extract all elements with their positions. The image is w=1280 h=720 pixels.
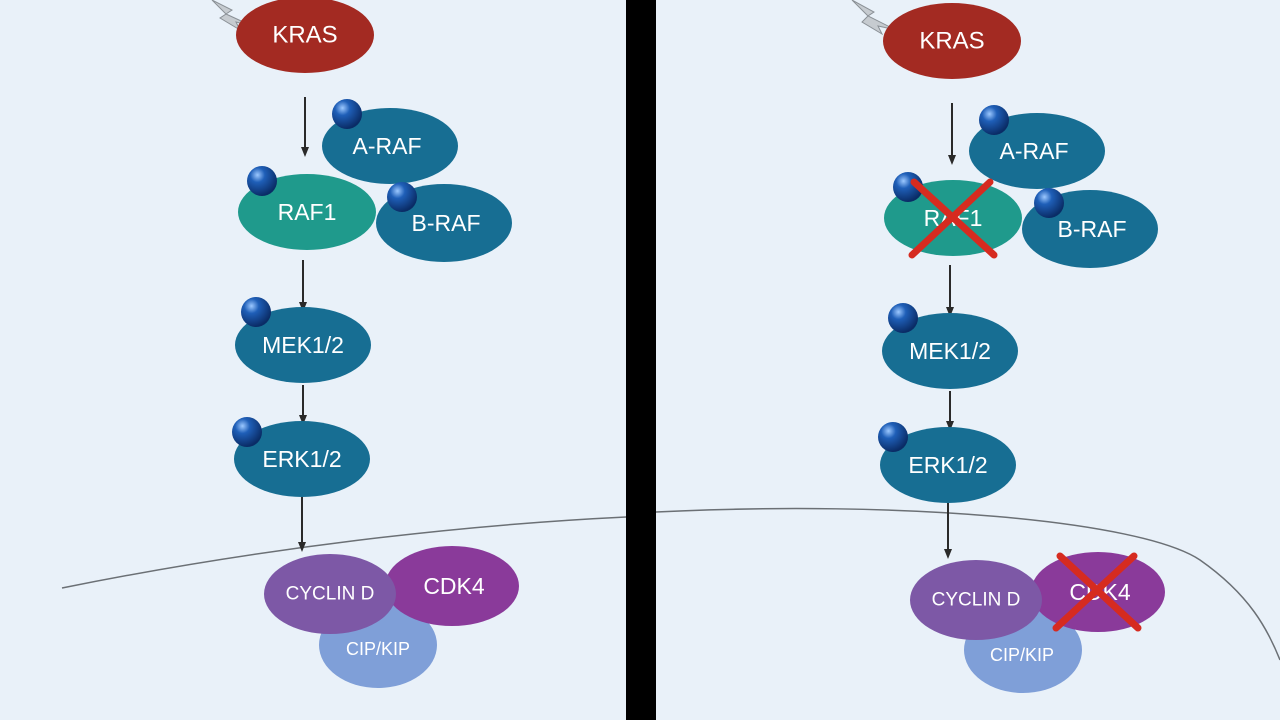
mek-label: MEK1/2 [262,332,344,358]
nuclear-membrane [61,516,627,589]
raf1-node: RAF1 [238,174,376,250]
raf1-inhibition-cross-icon [908,178,998,259]
cip-kip-label: CIP/KIP [990,645,1054,665]
a-raf-label: A-RAF [1000,138,1069,164]
kras-node: KRAS [883,3,1021,79]
erk-label: ERK1/2 [262,446,341,472]
b-raf-label: B-RAF [412,210,481,236]
phosphate-icon [878,422,908,452]
raf1-label: RAF1 [278,199,337,225]
phosphate-icon [232,417,262,447]
cdk4-label: CDK4 [423,573,485,599]
a-raf-node: A-RAF [322,108,458,184]
panel-divider [626,0,656,720]
mek-label: MEK1/2 [909,338,991,364]
cyclin-d-label: CYCLIN D [932,590,1021,611]
a-raf-label: A-RAF [353,133,422,159]
lightning-bolt-icon [851,0,897,36]
nuclear-membrane [655,507,1280,661]
phosphate-icon [247,166,277,196]
cip-kip-label: CIP/KIP [346,639,410,659]
phosphate-icon [888,303,918,333]
erk-node: ERK1/2 [880,427,1016,503]
cyclin-d-node: CYCLIN D [264,554,396,634]
kras-label: KRAS [272,22,337,49]
mek-node: MEK1/2 [882,313,1018,389]
phosphate-icon [241,297,271,327]
cyclin-d-label: CYCLIN D [286,584,375,605]
cyclin-d-node: CYCLIN D [910,560,1042,640]
phosphate-icon [332,99,362,129]
mek-node: MEK1/2 [235,307,371,383]
cdk4-inhibition-cross-icon [1052,552,1142,632]
b-raf-label: B-RAF [1058,216,1127,242]
phosphate-icon [979,105,1009,135]
cdk4-node: CDK4 [385,546,519,626]
phosphate-icon [387,182,417,212]
left-panel: KRAS A-RAF B-RAF RAF1 MEK1/2 ERK [61,0,627,688]
erk-label: ERK1/2 [908,452,987,478]
kras-label: KRAS [919,28,984,55]
kras-node: KRAS [236,0,374,73]
right-panel: KRAS A-RAF B-RAF RAF1 MEK1/2 ERK [655,0,1280,693]
erk-node: ERK1/2 [234,421,370,497]
phosphate-icon [1034,188,1064,218]
